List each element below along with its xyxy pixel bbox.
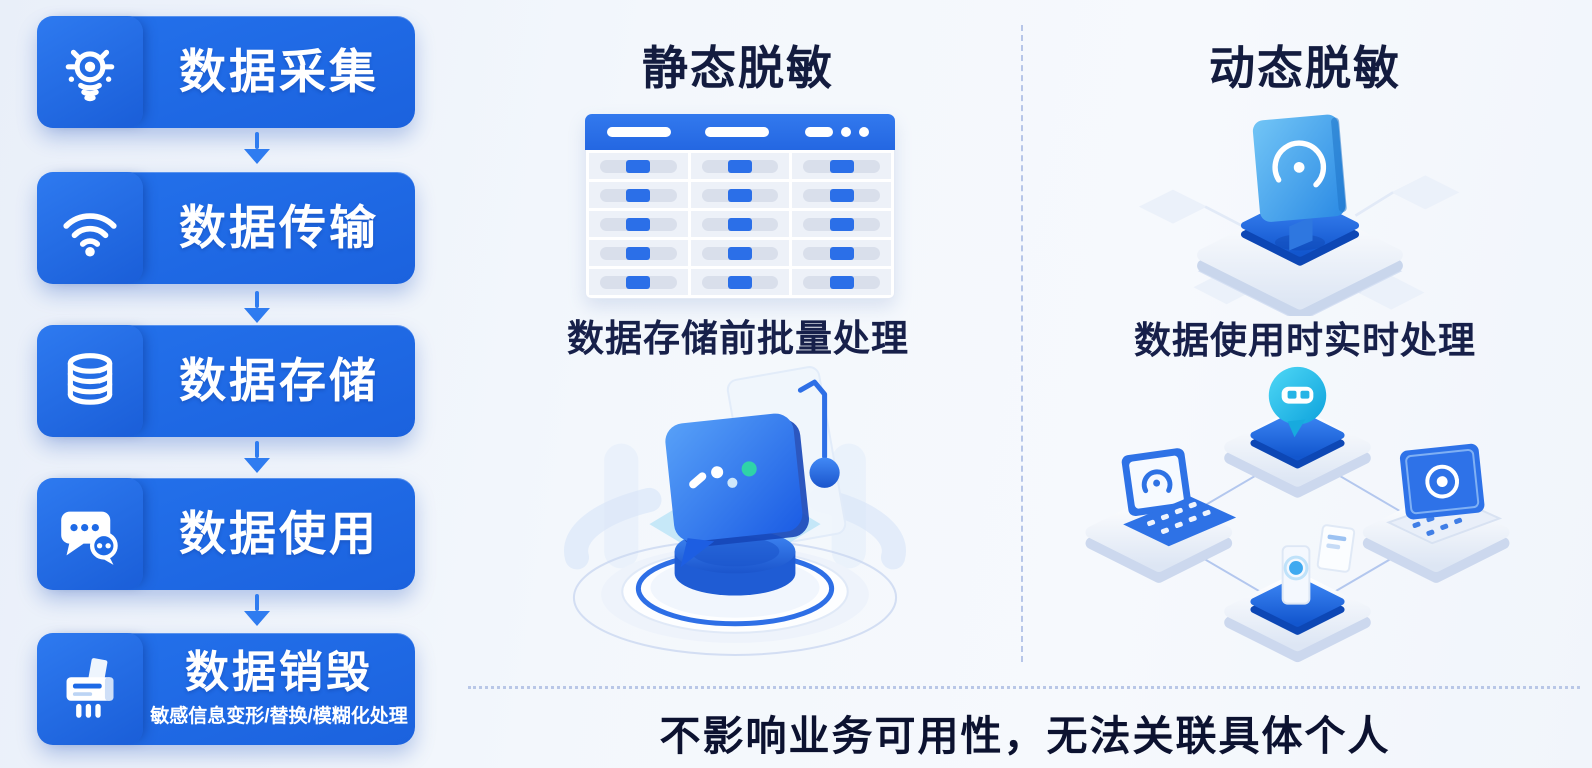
table-row xyxy=(589,211,892,237)
masked-value-pill xyxy=(803,217,881,231)
masked-segment xyxy=(829,275,854,289)
wifi-icon xyxy=(37,172,143,284)
table-cell xyxy=(690,211,790,237)
flow-step-subtitle: 敏感信息变形/替换/模糊化处理 xyxy=(150,706,408,728)
dynamic-panel-title: 动态脱敏 xyxy=(1209,42,1401,94)
masked-segment xyxy=(728,159,752,173)
masked-segment xyxy=(728,217,752,231)
dynamic-panel-caption: 数据使用时实时处理 xyxy=(1134,320,1476,361)
down-arrow-icon xyxy=(244,594,270,626)
table-cell xyxy=(690,153,790,179)
header-pill xyxy=(805,127,833,137)
table-cell xyxy=(792,211,892,237)
masked-segment xyxy=(829,217,854,231)
masked-value-pill xyxy=(701,217,779,231)
table-cell xyxy=(589,211,688,237)
down-arrow-icon xyxy=(244,132,270,164)
masked-value-pill xyxy=(803,275,881,289)
masked-value-pill xyxy=(701,159,779,173)
flow-step-usage: 数据使用 xyxy=(37,478,415,590)
table-body xyxy=(585,150,895,299)
table-cell xyxy=(589,153,688,179)
header-pill xyxy=(705,127,769,137)
chat-bubbles-icon xyxy=(37,478,143,590)
shredder-icon xyxy=(37,633,143,745)
flow-step-label: 数据销毁 xyxy=(185,647,373,697)
table-row xyxy=(589,269,892,295)
masked-segment xyxy=(626,217,651,231)
table-cell xyxy=(690,240,790,266)
monitor-platform-illustration xyxy=(1138,114,1460,316)
down-arrow-icon xyxy=(244,441,270,473)
flow-step-collection: 数据采集 xyxy=(37,16,415,128)
masked-value-pill xyxy=(803,188,881,202)
table-cell xyxy=(792,182,892,208)
flow-step-label: 数据传输 xyxy=(179,201,379,255)
flow-step-storage: 数据存储 xyxy=(37,325,415,437)
table-cell xyxy=(589,240,688,266)
table-cell xyxy=(690,182,790,208)
speech-bubble-podium-illustration xyxy=(564,366,906,656)
masked-value-pill xyxy=(701,188,779,202)
masked-segment xyxy=(829,188,854,202)
header-dot xyxy=(859,127,869,137)
masked-segment xyxy=(626,188,651,202)
flow-step-label: 数据使用 xyxy=(179,507,379,561)
footer-note: 不影响业务可用性，无法关联具体个人 xyxy=(659,713,1391,759)
masked-segment xyxy=(728,188,752,202)
header-pill xyxy=(607,127,671,137)
database-icon xyxy=(37,325,143,437)
flow-step-label: 数据采集 xyxy=(179,45,379,99)
table-header xyxy=(585,114,895,150)
table-row xyxy=(589,240,892,266)
masked-segment xyxy=(829,159,854,173)
masked-value-pill xyxy=(599,246,677,260)
masked-segment xyxy=(728,246,752,260)
masked-value-pill xyxy=(803,246,881,260)
header-dot xyxy=(841,127,851,137)
masked-value-pill xyxy=(599,275,677,289)
flow-step-transmission: 数据传输 xyxy=(37,172,415,284)
flow-step-destruction: 数据销毁 敏感信息变形/替换/模糊化处理 xyxy=(37,633,415,745)
masked-segment xyxy=(728,275,752,289)
masked-value-pill xyxy=(599,188,677,202)
table-cell xyxy=(792,153,892,179)
masked-segment xyxy=(626,246,651,260)
device-network-illustration xyxy=(1040,366,1555,673)
masked-value-pill xyxy=(803,159,881,173)
static-panel-caption: 数据存储前批量处理 xyxy=(567,318,909,359)
masked-value-pill xyxy=(701,246,779,260)
table-cell xyxy=(589,269,688,295)
masked-segment xyxy=(626,275,651,289)
masked-segment xyxy=(829,246,854,260)
table-cell xyxy=(792,240,892,266)
down-arrow-icon xyxy=(244,291,270,323)
table-row xyxy=(589,153,892,179)
table-cell xyxy=(690,269,790,295)
table-cell xyxy=(792,269,892,295)
static-panel-title: 静态脱敏 xyxy=(642,42,834,94)
masked-data-table xyxy=(585,114,895,299)
masked-value-pill xyxy=(599,159,677,173)
table-row xyxy=(589,182,892,208)
column-divider xyxy=(1021,25,1023,662)
masked-segment xyxy=(626,159,651,173)
masked-value-pill xyxy=(701,275,779,289)
masked-value-pill xyxy=(599,217,677,231)
lightbulb-icon xyxy=(37,16,143,128)
flow-step-label: 数据存储 xyxy=(179,354,379,408)
footer-divider xyxy=(468,686,1580,689)
table-cell xyxy=(589,182,688,208)
